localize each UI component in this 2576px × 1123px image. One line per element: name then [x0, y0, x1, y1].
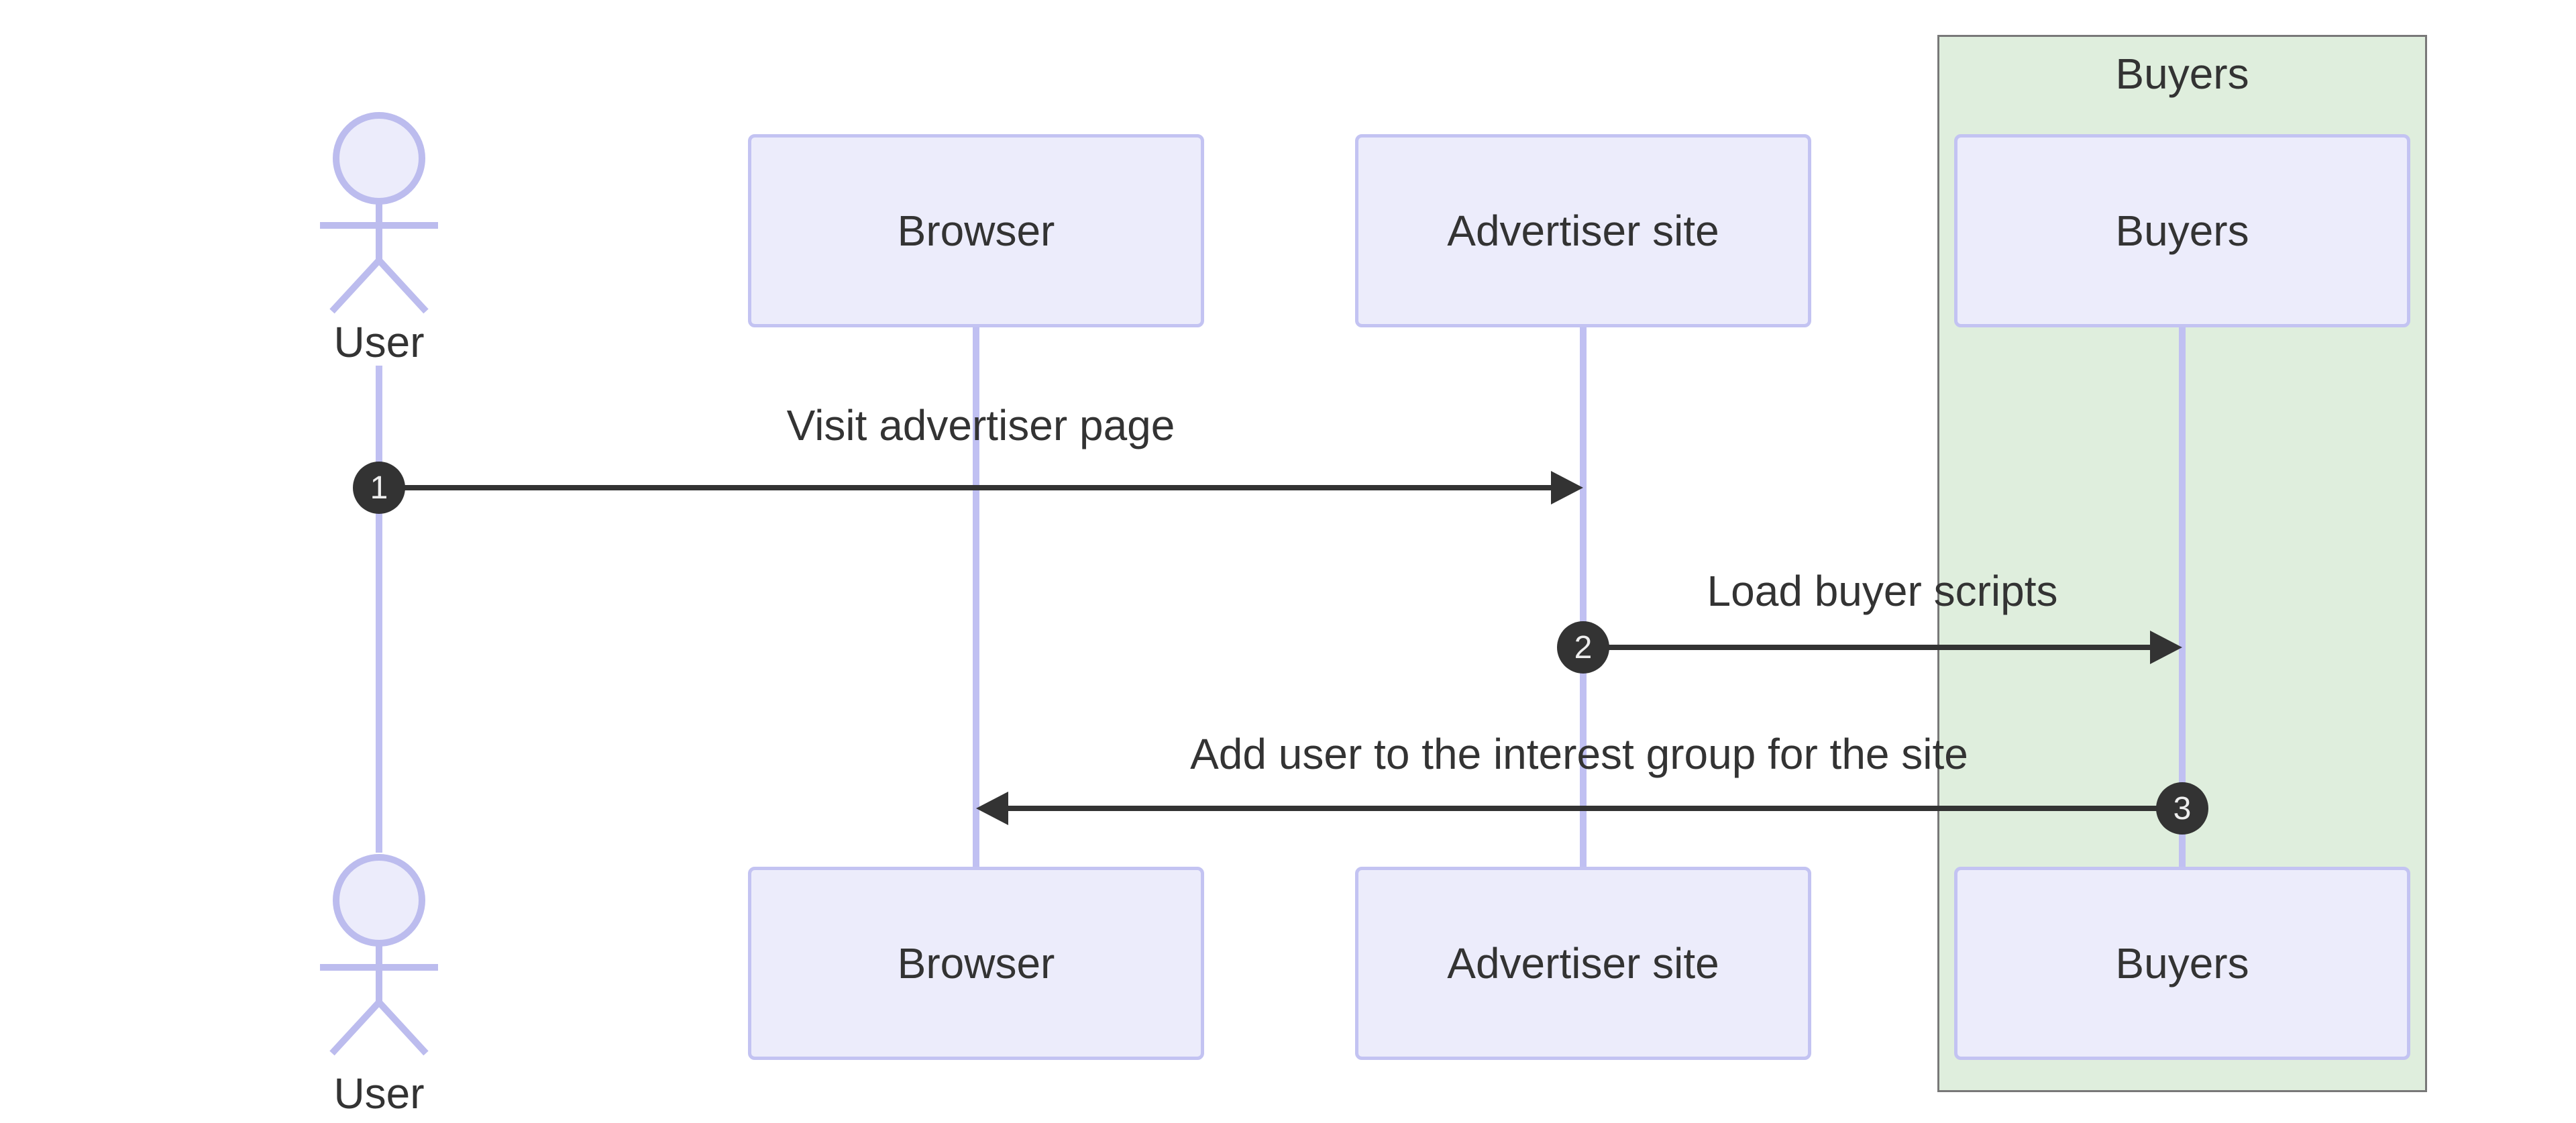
- message-3-number: 3: [2173, 790, 2192, 826]
- user-actor-icon-bottom: [320, 854, 438, 1056]
- participant-buyers-bottom: Buyers: [1954, 867, 2410, 1060]
- message-3-arrowhead-icon: [976, 792, 1008, 825]
- participant-browser-top-label: Browser: [897, 207, 1055, 255]
- message-2-number-badge: 2: [1557, 621, 1609, 674]
- lifeline-user: [376, 366, 382, 853]
- message-1-label: Visit advertiser page: [786, 401, 1175, 449]
- participant-advertiser-bottom-label: Advertiser site: [1447, 939, 1719, 987]
- message-3-line: [1008, 806, 2182, 811]
- participant-advertiser-bottom: Advertiser site: [1355, 867, 1811, 1060]
- user-label-top: User: [333, 318, 425, 366]
- participant-buyers-top-label: Buyers: [2115, 207, 2249, 255]
- user-actor-icon: [320, 112, 438, 314]
- participant-advertiser-top-label: Advertiser site: [1447, 207, 1719, 255]
- lifeline-advertiser-site: [1580, 327, 1587, 867]
- participant-advertiser-top: Advertiser site: [1355, 134, 1811, 327]
- participant-browser-bottom-label: Browser: [897, 939, 1055, 987]
- lifeline-browser: [973, 327, 979, 867]
- message-1-number: 1: [370, 470, 388, 506]
- participant-browser-bottom: Browser: [748, 867, 1204, 1060]
- message-1-line: [379, 485, 1551, 490]
- buyers-group-label: Buyers: [2115, 50, 2249, 98]
- lifeline-buyers: [2179, 327, 2186, 867]
- message-2-number: 2: [1574, 629, 1593, 665]
- message-3-label: Add user to the interest group for the s…: [1190, 730, 1968, 778]
- message-1-arrowhead-icon: [1551, 471, 1583, 504]
- message-3-number-badge: 3: [2156, 782, 2208, 835]
- participant-buyers-top: Buyers: [1954, 134, 2410, 327]
- user-label-bottom: User: [333, 1069, 425, 1118]
- message-1-number-badge: 1: [353, 462, 405, 514]
- participant-buyers-bottom-label: Buyers: [2115, 939, 2249, 987]
- message-2-arrowhead-icon: [2150, 631, 2182, 664]
- message-2-label: Load buyer scripts: [1707, 567, 2058, 615]
- participant-browser-top: Browser: [748, 134, 1204, 327]
- message-2-line: [1583, 645, 2150, 650]
